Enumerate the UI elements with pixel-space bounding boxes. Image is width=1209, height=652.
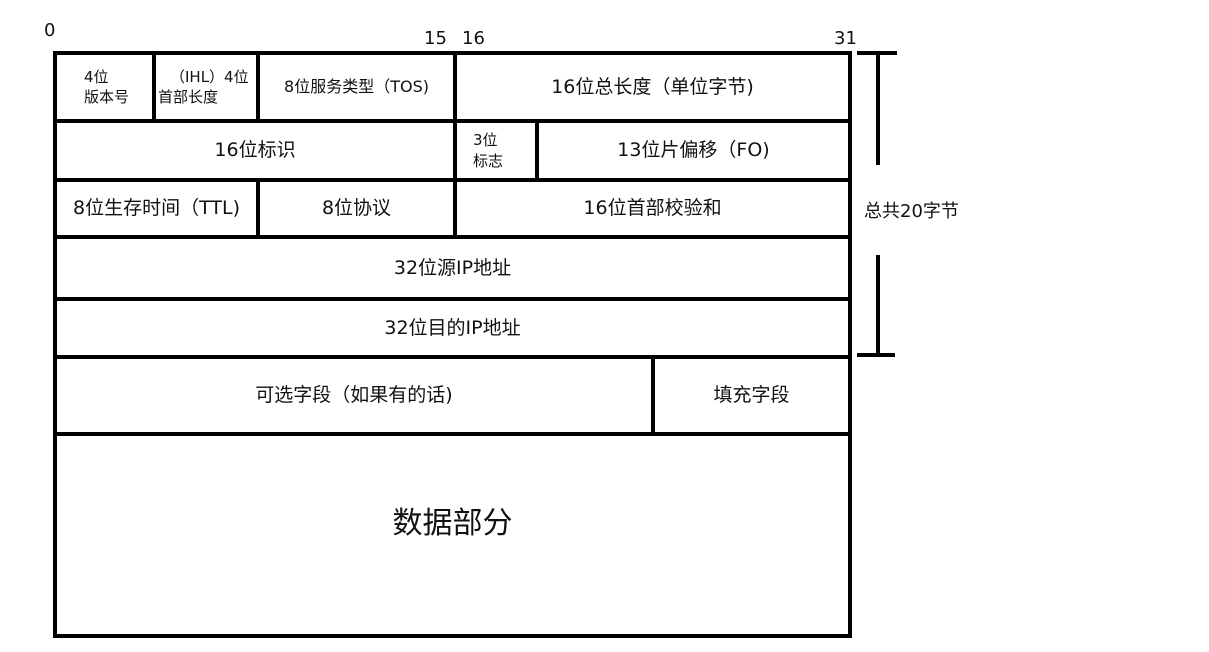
bit-label-16: 16: [462, 28, 485, 49]
bit-label-31: 31: [834, 28, 857, 49]
cell-tos: 8位服务类型（TOS): [284, 77, 429, 97]
cell-total-length: 16位总长度（单位字节): [551, 75, 754, 98]
divider-flags-offset: [535, 119, 539, 182]
bit-label-0: 0: [44, 20, 56, 41]
row-border-4: [53, 297, 852, 301]
divider-options-padding: [651, 355, 655, 436]
divider-protocol-checksum: [453, 178, 457, 239]
cell-data: 数据部分: [392, 506, 513, 541]
cell-dest-ip: 32位目的IP地址: [384, 316, 521, 339]
divider-id-flags: [453, 119, 457, 182]
version-line-1: 4位: [84, 67, 109, 86]
divider-tos-length: [453, 51, 457, 123]
row-border-2: [53, 178, 852, 182]
divider-ihl-tos: [256, 51, 260, 123]
cell-identification: 16位标识: [214, 139, 296, 162]
divider-ttl-protocol: [256, 178, 260, 239]
cell-source-ip: 32位源IP地址: [393, 256, 512, 279]
bracket-bottom-cap: [857, 353, 895, 357]
cell-version: 4位 版本号: [78, 55, 152, 119]
flags-line-2: 标志: [473, 151, 504, 170]
row-border-3: [53, 235, 852, 239]
row-border-top: [53, 51, 852, 55]
cell-ttl: 8位生存时间（TTL): [73, 197, 240, 220]
version-line-2: 版本号: [84, 88, 130, 106]
header-size-label: 总共20字节: [864, 201, 959, 222]
cell-ihl: （IHL）4位 首部长度: [156, 55, 256, 119]
flags-line-1: 3位: [473, 130, 498, 149]
cell-checksum: 16位首部校验和: [583, 197, 722, 220]
cell-fragment-offset: 13位片偏移（FO): [617, 139, 770, 162]
ihl-line-2: 首部长度: [158, 88, 219, 106]
bit-label-15: 15: [424, 28, 447, 49]
cell-options: 可选字段（如果有的话): [255, 384, 453, 407]
cell-flags: 3位 标志: [457, 123, 535, 178]
row-border-5: [53, 355, 852, 359]
bracket-lower-stem: [876, 255, 880, 356]
cell-padding: 填充字段: [713, 384, 790, 407]
row-border-6: [53, 432, 852, 436]
outer-border-right: [848, 51, 852, 638]
outer-border-left: [53, 51, 57, 638]
ihl-line-1: （IHL）4位: [170, 67, 249, 86]
divider-version-ihl: [152, 51, 156, 123]
cell-protocol: 8位协议: [321, 197, 392, 220]
row-border-1: [53, 119, 852, 123]
row-border-bottom: [53, 634, 852, 638]
bracket-upper-stem: [876, 51, 880, 165]
